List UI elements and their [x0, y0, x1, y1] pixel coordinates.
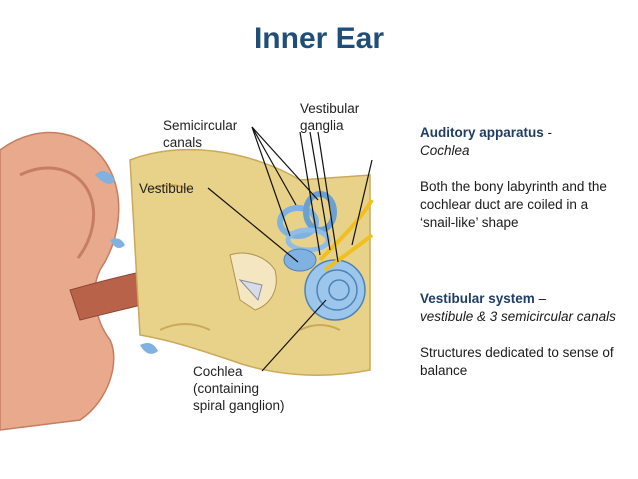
middle-ear [229, 252, 277, 311]
vestibular-section: Vestibular system – vestibule & 3 semici… [420, 290, 625, 380]
semicircular-canals-leader [251, 126, 297, 206]
vestibular-ganglia-leader [299, 131, 321, 256]
vestibular-subtitle: vestibule & 3 semicircular canals [420, 309, 616, 324]
page-title: Inner Ear [253, 22, 385, 55]
vestibular-sep: – [534, 291, 547, 306]
cochlea-outer [304, 259, 366, 321]
vestibular-heading-row: Vestibular system – [420, 290, 625, 308]
auditory-sep: - [543, 125, 553, 140]
vestibular-heading: Vestibular system [420, 291, 535, 306]
label-semicircular-canals: Semicircular canals [163, 118, 238, 150]
auditory-subtitle: Cochlea [420, 143, 470, 158]
auricle-fold [19, 166, 96, 259]
vestibule-shape [283, 248, 317, 272]
vestibulocochlear-nerve [318, 198, 374, 272]
auricle [0, 131, 120, 431]
vestibule-leader [207, 187, 299, 263]
bone-texture [149, 184, 341, 331]
leader-lines [207, 126, 373, 372]
auditory-heading-row: Auditory apparatus - [420, 124, 625, 142]
cochlea-mid [316, 269, 358, 311]
nerve-leader [351, 159, 373, 246]
eardrum [238, 279, 263, 302]
auditory-section: Auditory apparatus - Cochlea Both the bo… [420, 124, 625, 232]
auditory-description: Both the bony labyrinth and the cochlear… [420, 179, 607, 230]
canal-1 [277, 205, 319, 239]
vestibular-description: Structures dedicated to sense of balance [420, 345, 614, 378]
cochlea-inner [328, 279, 350, 301]
label-vestibule: Vestibule [139, 181, 194, 196]
label-cochlea: Cochlea (containing spiral ganglion) [193, 364, 285, 413]
auditory-heading: Auditory apparatus [420, 125, 544, 140]
label-vestibular-ganglia: Vestibular ganglia [300, 101, 360, 133]
cochlea-leader [261, 299, 327, 372]
